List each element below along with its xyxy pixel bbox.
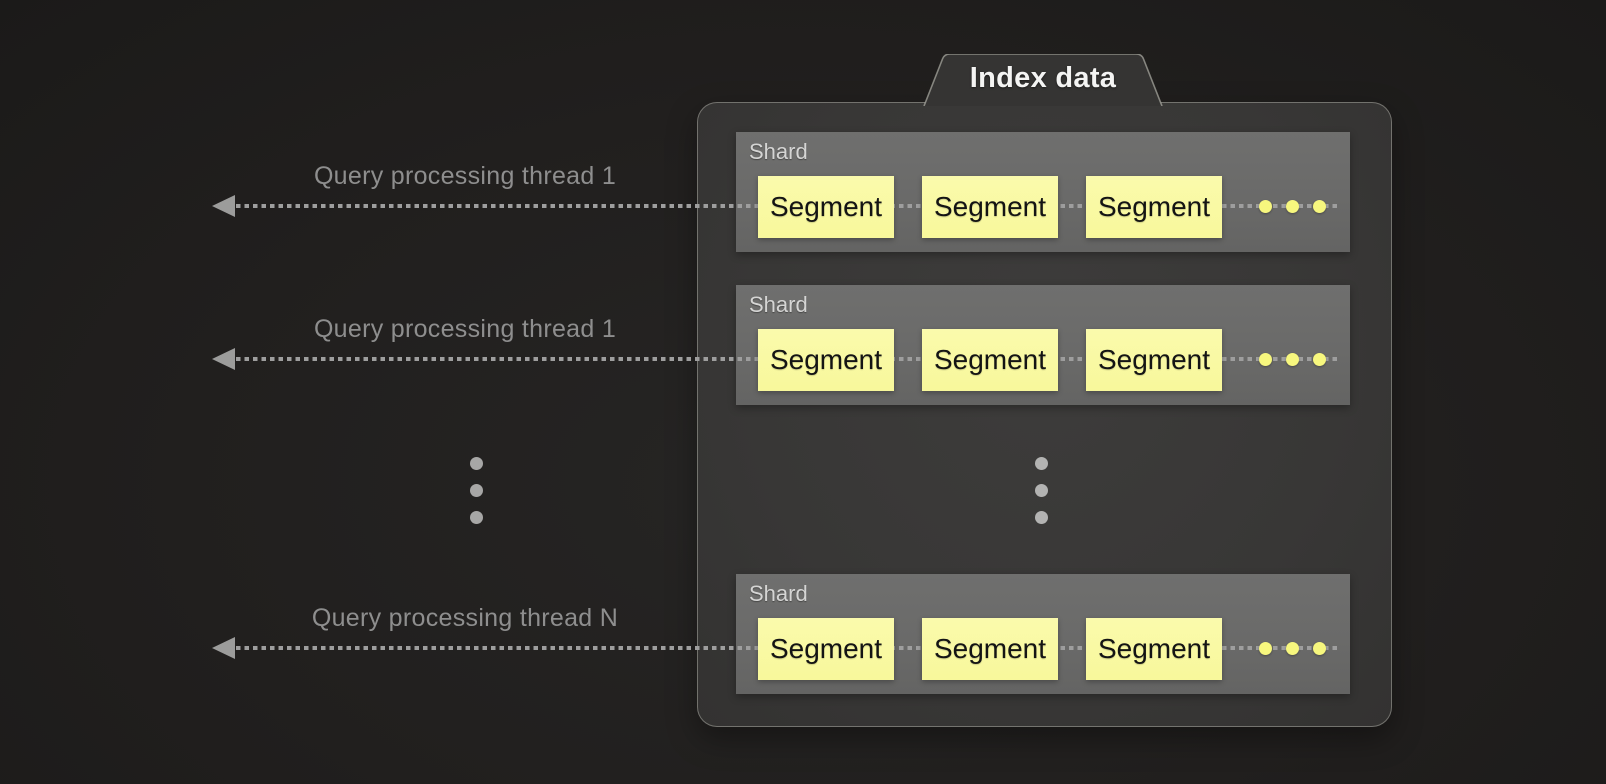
ellipsis-dot (470, 511, 483, 524)
segment-box: Segment (1086, 329, 1222, 391)
shard-label: Shard (749, 581, 808, 606)
ellipsis-dot (1035, 484, 1048, 497)
query-thread-label: Query processing thread N (311, 604, 619, 632)
segment-box: Segment (1086, 618, 1222, 680)
query-thread-label: Query processing thread 1 (313, 162, 617, 190)
segment-box: Segment (1086, 176, 1222, 238)
ellipsis-dot (1035, 511, 1048, 524)
segment-ellipsis-dot (1313, 353, 1326, 366)
segment-ellipsis-dot (1313, 200, 1326, 213)
segment-box: Segment (758, 618, 894, 680)
query-thread-label: Query processing thread 1 (313, 315, 617, 343)
tab-label: Index data (969, 61, 1117, 94)
segment-ellipsis-dot (1286, 353, 1299, 366)
segment-ellipsis-dot (1259, 642, 1272, 655)
segment-box: Segment (922, 618, 1058, 680)
segment-ellipsis-dot (1259, 353, 1272, 366)
arrow-left-icon (212, 348, 235, 370)
tab-shape (923, 54, 1163, 106)
ellipsis-dot (470, 457, 483, 470)
arrow-left-icon (212, 637, 235, 659)
segment-box: Segment (922, 176, 1058, 238)
index-data-tab: Index data (920, 54, 1166, 106)
segment-ellipsis-dot (1313, 642, 1326, 655)
segment-box: Segment (758, 176, 894, 238)
ellipsis-dot (1035, 457, 1048, 470)
shard-label: Shard (749, 139, 808, 164)
segment-ellipsis-dot (1286, 200, 1299, 213)
segment-box: Segment (922, 329, 1058, 391)
ellipsis-dot (470, 484, 483, 497)
segment-ellipsis-dot (1286, 642, 1299, 655)
arrow-left-icon (212, 195, 235, 217)
segment-ellipsis-dot (1259, 200, 1272, 213)
shard-label: Shard (749, 292, 808, 317)
segment-box: Segment (758, 329, 894, 391)
